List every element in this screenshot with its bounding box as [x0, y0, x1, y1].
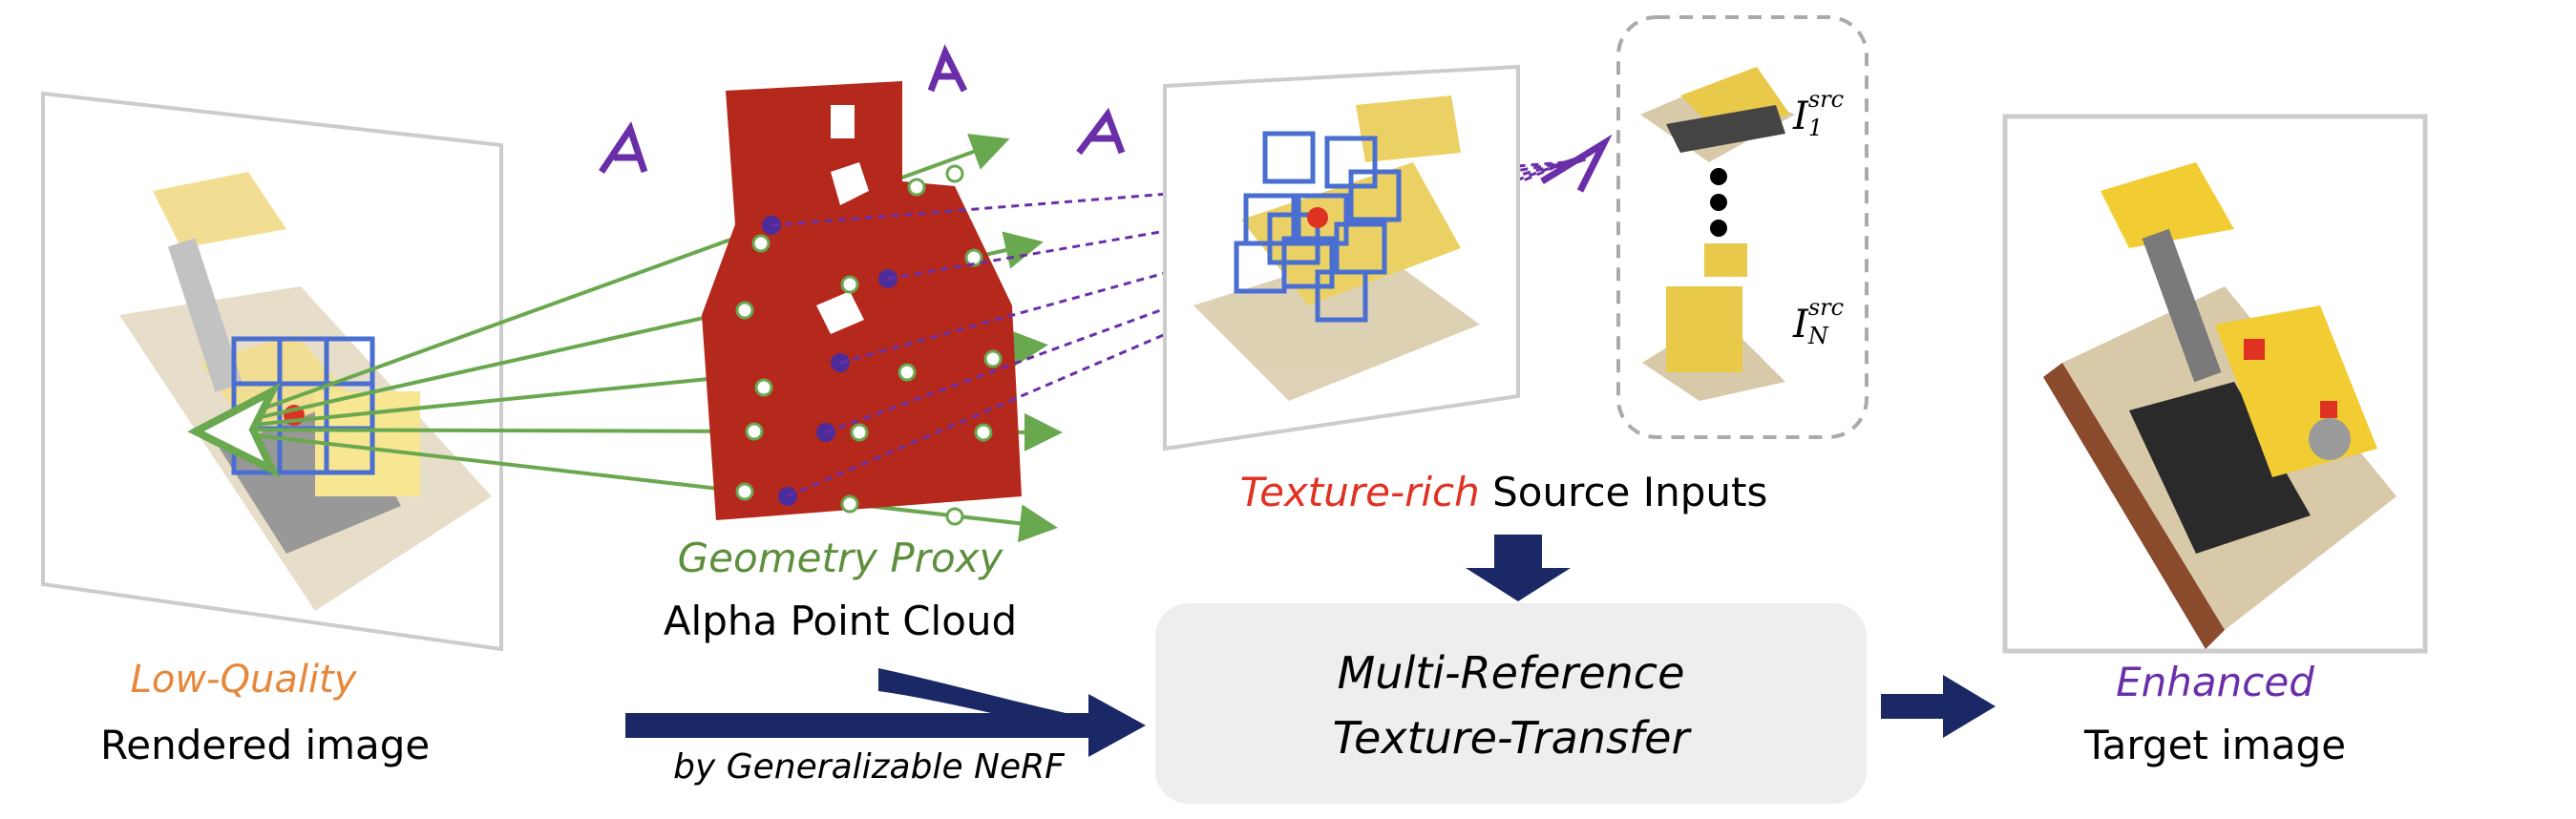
ellipsis-dots [1710, 168, 1727, 237]
reference-patches [1234, 131, 1402, 323]
source-images-box [1616, 15, 1869, 439]
srcn-subscript: N [1807, 323, 1828, 349]
source-excavator-image [1193, 95, 1480, 401]
alpha-point-cloud-label: Alpha Point Cloud [663, 598, 1018, 644]
ray-sample-points [735, 164, 1003, 526]
rendered-image-label: Rendered image [100, 722, 431, 768]
texture-rich-label: Texture-rich [1239, 469, 1480, 515]
camera-icon [927, 44, 968, 93]
generalizable-nerf-label: by Generalizable NeRF [673, 747, 1065, 787]
low-quality-excavator-image [119, 172, 492, 611]
transfer-line2: Texture-Transfer [1332, 712, 1690, 764]
source-image-1-label: I src 1 [1793, 86, 1845, 141]
source-image-1 [1640, 67, 1795, 162]
rendered-image-panel [41, 91, 503, 652]
target-image-label: Target image [2083, 722, 2347, 768]
proxy-merge-arrow [878, 668, 1088, 735]
enhanced-excavator-image [2043, 162, 2397, 649]
output-arrow [1881, 675, 1995, 738]
camera-icon [1076, 107, 1126, 156]
source-image-n-label: I src N [1793, 294, 1845, 349]
source-inputs-label: Source Inputs [1492, 469, 1768, 515]
source-inputs-title: Texture-rich Source Inputs [1198, 469, 1809, 515]
srcn-superscript: src [1807, 294, 1845, 321]
camera-icon [599, 121, 648, 174]
pipeline-arrows [625, 535, 1995, 757]
source-down-arrow [1466, 535, 1571, 601]
transfer-line1: Multi-Reference [1337, 647, 1685, 699]
texture-transfer-box [1155, 603, 1867, 804]
enhanced-label: Enhanced [2116, 659, 2314, 705]
ray-origin-arrowhead [187, 382, 282, 478]
source-view-panel [1163, 64, 1520, 452]
nerf-arrow [625, 694, 1146, 757]
alpha-point-cloud [702, 81, 1022, 520]
source-image-n [1642, 243, 1785, 401]
low-quality-label: Low-Quality [130, 658, 357, 702]
src1-subscript: 1 [1807, 115, 1824, 141]
reference-pixel-dot [1307, 207, 1328, 228]
src1-superscript: src [1807, 86, 1845, 113]
geometry-proxy-label: Geometry Proxy [677, 535, 1003, 581]
target-image-panel [2002, 114, 2428, 654]
